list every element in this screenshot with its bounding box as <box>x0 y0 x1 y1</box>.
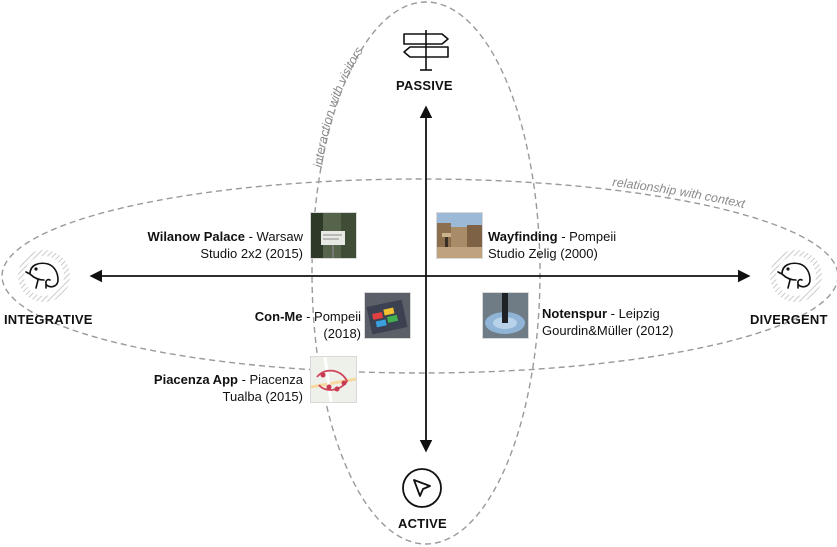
case-label: Notenspur - Leipzig Gourdin&Müller (2012… <box>542 306 674 338</box>
case-place: Piacenza <box>249 372 303 387</box>
case-name: Wayfinding <box>488 229 558 244</box>
axis-label-left: INTEGRATIVE <box>4 312 93 327</box>
signpost-icon <box>403 30 449 71</box>
axis-label-top: PASSIVE <box>396 78 453 93</box>
case-place: Warsaw <box>256 229 303 244</box>
case-name: Con-Me <box>254 309 303 324</box>
cursor-arrow-icon <box>402 468 442 508</box>
case-studio: Tualba (2015) <box>222 389 303 404</box>
case-label: Wilanow Palace - Warsaw Studio 2x2 (2015… <box>147 229 303 261</box>
axis-label-bottom: ACTIVE <box>398 516 447 531</box>
case-name: Notenspur <box>542 306 607 321</box>
axis-label-right: DIVERGENT <box>750 312 828 327</box>
case-studio: (2018) <box>323 326 361 341</box>
vertical-ellipse-label: interaction with visitors <box>311 44 366 168</box>
case-place: Pompeii <box>569 229 617 244</box>
case-thumbnail <box>364 292 411 339</box>
case-label: Piacenza App - Piacenza Tualba (2015) <box>153 372 303 404</box>
case-name: Piacenza App <box>153 372 238 387</box>
chameleon-icon <box>18 250 70 302</box>
horizontal-ellipse-label: relationship with context <box>612 175 747 211</box>
case-name: Wilanow Palace <box>147 229 245 244</box>
case-thumbnail <box>482 292 529 339</box>
case-thumbnail <box>436 212 483 259</box>
chameleon-icon <box>770 250 822 302</box>
case-label: Wayfinding - Pompeii Studio Zelig (2000) <box>488 229 617 261</box>
case-studio: Studio Zelig (2000) <box>488 246 598 261</box>
case-label: Con-Me - Pompeii (2018) <box>254 309 361 341</box>
case-thumbnail <box>310 212 357 259</box>
case-place: Pompeii <box>314 309 361 324</box>
case-place: Leipzig <box>618 306 660 321</box>
case-studio: Studio 2x2 (2015) <box>200 246 303 261</box>
case-thumbnail <box>310 356 357 403</box>
case-studio: Gourdin&Müller (2012) <box>542 323 674 338</box>
